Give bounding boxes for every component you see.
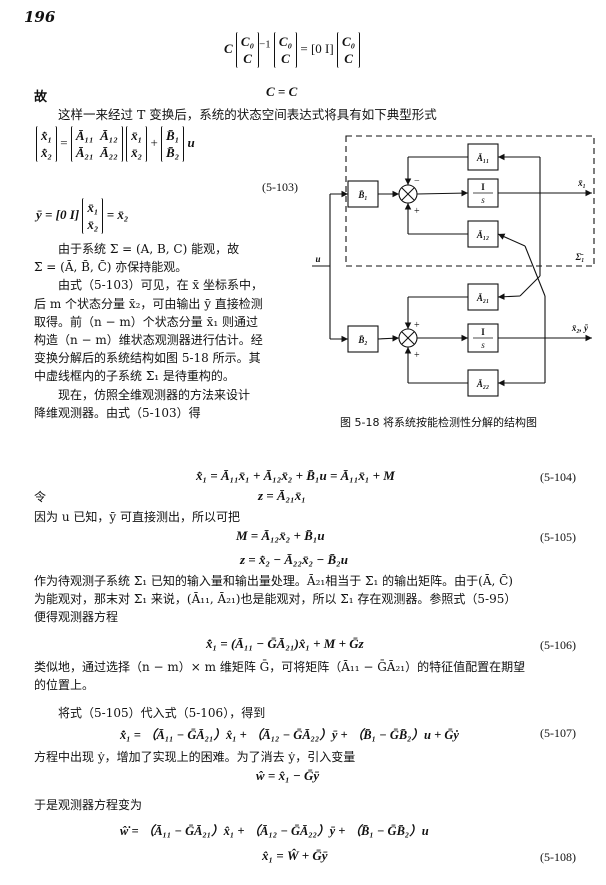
equation-number-5-108: (5-108) (540, 850, 576, 864)
label-u: u (315, 254, 320, 264)
label-x1: x̄₁ (577, 178, 586, 188)
sign-bottom-1: + (414, 320, 420, 331)
equation-5-106: x̂̇₁ = (Ā₁₁ − ḠĀ₂₁)x̂₁ + M + Ḡz (206, 636, 364, 651)
paragraph-known-inputs: 因为 u 已知，ȳ 可直接测出，所以可把 (34, 510, 240, 524)
paragraph-observability: 由于系统 Σ = (A, B, C) 能观，故 Σ̄ = (Ā, B̄, C̄)… (34, 242, 263, 420)
paragraph-introduce-variable: 方程中出现 ẏ，增加了实现上的困难。为了消去 ẏ，引入变量 (34, 750, 356, 764)
label-int-den-bottom: s (481, 340, 485, 350)
equation-5-108-b: x̂₁ = Ŵ + Ḡȳ (262, 848, 328, 863)
figure-5-18: Ā₁₁ I s Ā₁₂ B̄₁ Ā₂₁ I s Ā₂₂ B̄₂ u x̄₁ x̄… (310, 126, 602, 408)
word-ling: 令 (34, 490, 47, 504)
equation-number-5-104: (5-104) (540, 470, 576, 484)
label-b1: B̄₁ (357, 190, 367, 200)
label-a12: Ā₁₂ (476, 230, 489, 240)
label-int-num-bottom: I (481, 327, 485, 337)
label-a11: Ā₁₁ (476, 153, 489, 163)
label-a22: Ā₂₂ (476, 379, 489, 389)
structure-diagram: Ā₁₁ I s Ā₁₂ B̄₁ Ā₂₁ I s Ā₂₂ B̄₂ u x̄₁ x̄… (312, 135, 595, 397)
paragraph-eigenvalue-placement: 类似地，通过选择（n − m）× m 维矩阵 Ḡ，可将矩阵（Ā₁₁ − ḠĀ₂₁… (34, 660, 526, 693)
equation-number-5-107: (5-107) (540, 726, 576, 740)
label-sigma1: Σ̄₁ (575, 252, 585, 262)
equation-5-105: M = Ā₁₂x̄₂ + B̄₁u (236, 528, 325, 543)
label-b2: B̄₂ (357, 335, 367, 345)
label-int-num-top: I (481, 182, 485, 192)
equation-5-108-a: ŵ̇ = （Ā₁₁ − ḠĀ₂₁）x̂₁ + （Ā₁₂ − ḠĀ₂₂）ȳ + （… (120, 824, 429, 838)
sign-top-1: − (414, 176, 420, 187)
label-x2y: x̄₂, ȳ (571, 323, 589, 333)
label-a21: Ā₂₁ (476, 293, 489, 303)
equation-z-definition: z = Ā₂₁x̄₁ (258, 488, 306, 503)
paragraph-observer-becomes: 于是观测器方程变为 (34, 798, 143, 812)
equation-z-second: z = x̄̇₂ − Ā₂₂x̄₂ − B̄₂u (240, 552, 348, 567)
equation-number-5-103: (5-103) (262, 180, 298, 194)
equation-c-equals-c: C = C (266, 84, 298, 99)
equation-5-107: x̂̇₁ = （Ā₁₁ − ḠĀ₂₁）x̂₁ + （Ā₁₂ − ḠĀ₂₂）ȳ +… (120, 728, 459, 742)
intro-line: 这样一来经过 T 变换后，系统的状态空间表达式将具有如下典型形式 (58, 107, 437, 122)
sign-top-2: + (414, 206, 420, 217)
equation-5-104: x̄̇₁ = Ā₁₁x̄₁ + Ā₁₂x̄₂ + B̄₁u = Ā₁₁x̄₁ +… (196, 468, 395, 483)
subsystem-dashed-box (345, 135, 595, 267)
equation-w-definition: ŵ = x̂₁ − Ḡȳ (256, 768, 320, 783)
figure-caption: 图 5-18 将系统按能检测性分解的结构图 (340, 416, 537, 429)
paragraph-observer-existence: 作为待观测子系统 Σ̄₁ 已知的输入量和输出量处理。Ā₂₁相当于 Σ̄₁ 的输出… (34, 574, 517, 625)
equation-number-5-105: (5-105) (540, 530, 576, 544)
word-gu: 故 (34, 90, 48, 105)
sign-bottom-2: + (414, 350, 420, 361)
paragraph-substitute: 将式（5-105）代入式（5-106），得到 (58, 706, 266, 720)
equation-number-5-106: (5-106) (540, 638, 576, 652)
label-int-den-top: s (481, 195, 485, 205)
page-number: 196 (24, 8, 56, 26)
